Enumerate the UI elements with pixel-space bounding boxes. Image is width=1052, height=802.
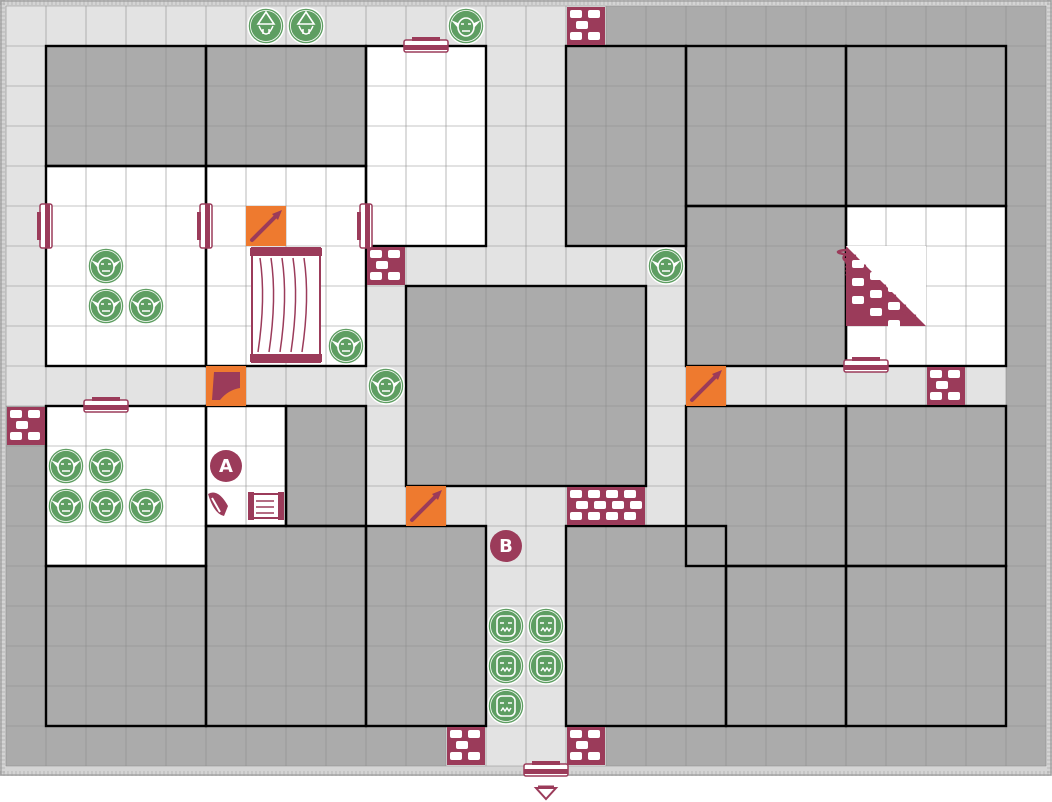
goblin-token-icon[interactable] <box>47 447 85 485</box>
goblin-token-icon[interactable] <box>327 327 365 365</box>
room-walls <box>44 44 1008 728</box>
goblin-token-icon[interactable] <box>367 367 405 405</box>
door-icon[interactable] <box>83 397 129 413</box>
marker-a-label: A <box>219 456 233 477</box>
goblin-token-icon[interactable] <box>87 247 125 285</box>
goblin-token-icon[interactable] <box>127 287 165 325</box>
spear-trap-icon[interactable] <box>246 206 286 246</box>
spear-trap-icon[interactable] <box>686 366 726 406</box>
goblin-token-icon[interactable] <box>87 487 125 525</box>
rubble-block-icon <box>567 487 645 525</box>
rubble-block-icon <box>567 727 605 765</box>
goblin-token-icon[interactable] <box>87 447 125 485</box>
orc-token-icon[interactable] <box>487 607 525 645</box>
solid-room <box>366 526 486 726</box>
goblin-token-icon[interactable] <box>447 7 485 45</box>
wizard-token-icon[interactable] <box>247 7 285 45</box>
rubble-block-icon <box>367 247 405 285</box>
goblin-token-icon[interactable] <box>647 247 685 285</box>
open-room <box>366 46 486 246</box>
orc-token-icon[interactable] <box>527 607 565 645</box>
rubble-block-icon <box>927 367 965 405</box>
pit-trap-icon[interactable] <box>206 366 246 406</box>
wizard-token-icon[interactable] <box>287 7 325 45</box>
spear-trap-icon[interactable] <box>406 486 446 526</box>
orc-token-icon[interactable] <box>527 647 565 685</box>
board-pieces: AB <box>7 7 965 801</box>
door-icon[interactable] <box>37 203 53 249</box>
solid-room <box>566 46 686 246</box>
marker-b-label: B <box>499 536 513 557</box>
orc-token-icon[interactable] <box>487 647 525 685</box>
exit-arrow-icon[interactable] <box>533 785 559 801</box>
goblin-token-icon[interactable] <box>127 487 165 525</box>
chest-icon[interactable] <box>248 492 284 520</box>
door-icon[interactable] <box>357 203 373 249</box>
orc-token-icon[interactable] <box>487 687 525 725</box>
door-icon[interactable] <box>523 761 569 777</box>
door-icon[interactable] <box>197 203 213 249</box>
goblin-token-icon[interactable] <box>87 287 125 325</box>
rubble-block-icon <box>447 727 485 765</box>
marker-b[interactable]: B <box>490 530 522 562</box>
door-icon[interactable] <box>843 357 889 373</box>
goblin-token-icon[interactable] <box>47 487 85 525</box>
marker-a[interactable]: A <box>210 450 242 482</box>
table-icon[interactable] <box>250 247 322 363</box>
rubble-block-icon <box>7 407 45 445</box>
stairs-icon[interactable] <box>836 246 926 328</box>
rubble-block-icon <box>567 7 605 45</box>
door-icon[interactable] <box>403 37 449 53</box>
weapon-rack-icon[interactable] <box>208 492 228 517</box>
